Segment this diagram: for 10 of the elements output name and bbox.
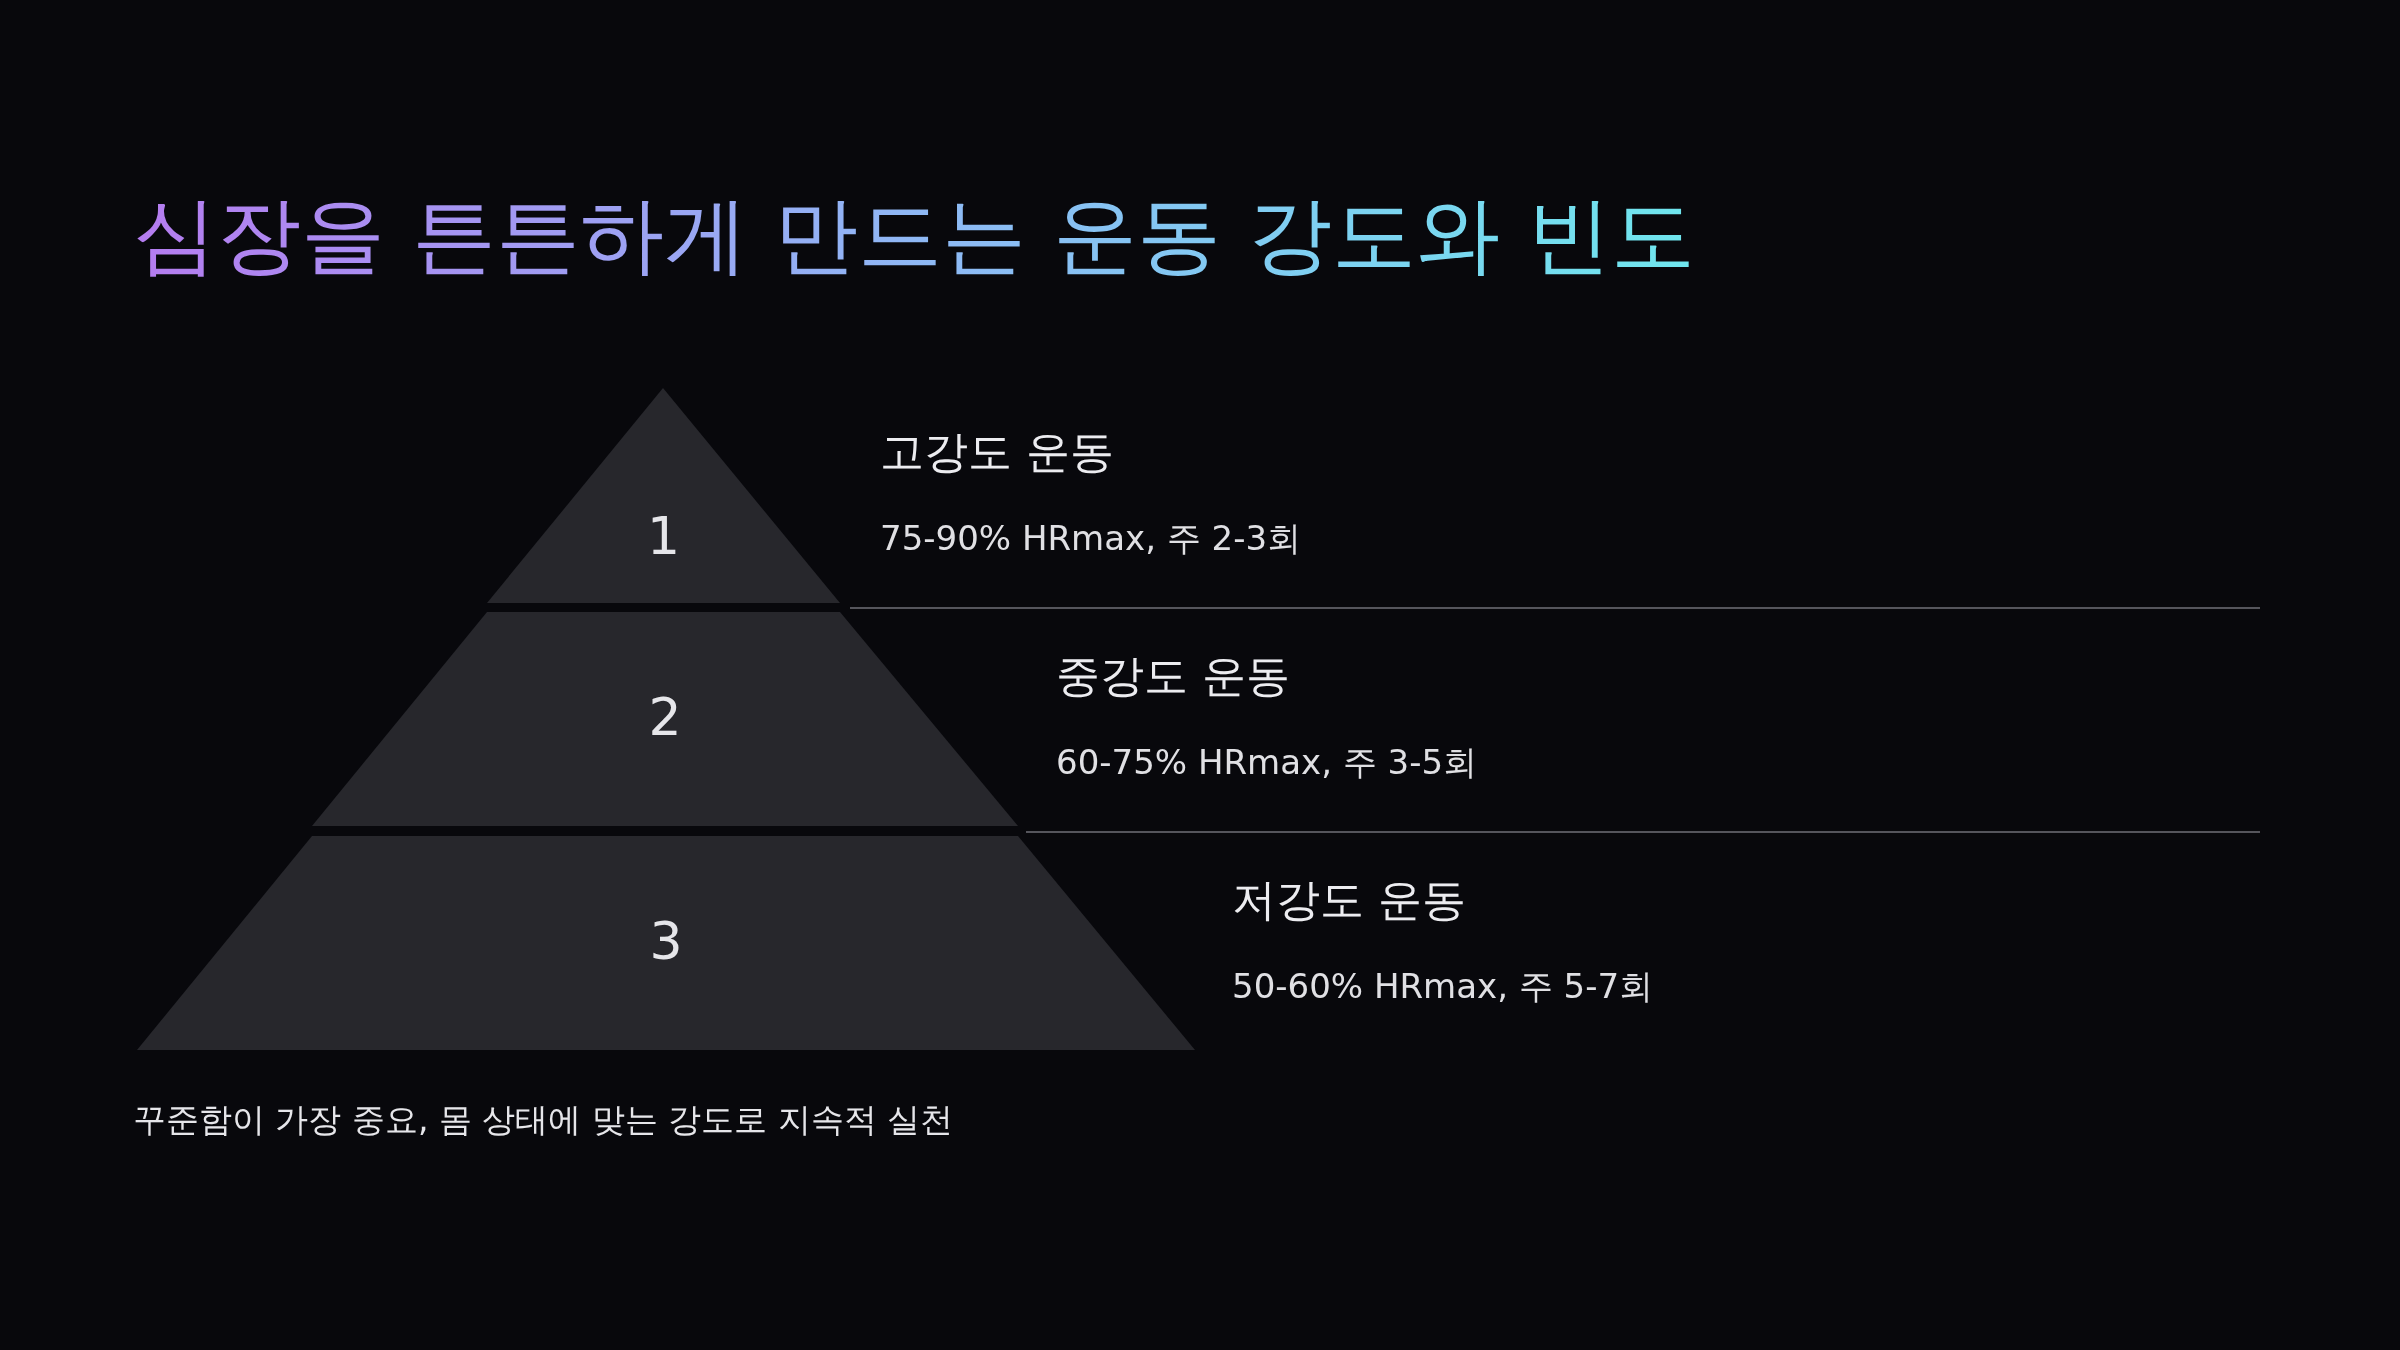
tier-heading: 저강도 운동 [1232, 873, 1466, 927]
tier-heading: 고강도 운동 [880, 425, 1114, 479]
tier-number: 3 [648, 910, 684, 971]
tier-description: 50-60% HRmax, 주 5-7회 [1232, 965, 1654, 1008]
tier-number: 2 [647, 686, 683, 747]
caption: 꾸준함이 가장 중요, 몸 상태에 맞는 강도로 지속적 실천 [133, 1099, 954, 1141]
tier-description: 60-75% HRmax, 주 3-5회 [1056, 741, 1478, 784]
tier-number: 1 [645, 506, 682, 567]
tier-description: 75-90% HRmax, 주 2-3회 [880, 517, 1302, 560]
tier-heading: 중강도 운동 [1056, 649, 1290, 703]
